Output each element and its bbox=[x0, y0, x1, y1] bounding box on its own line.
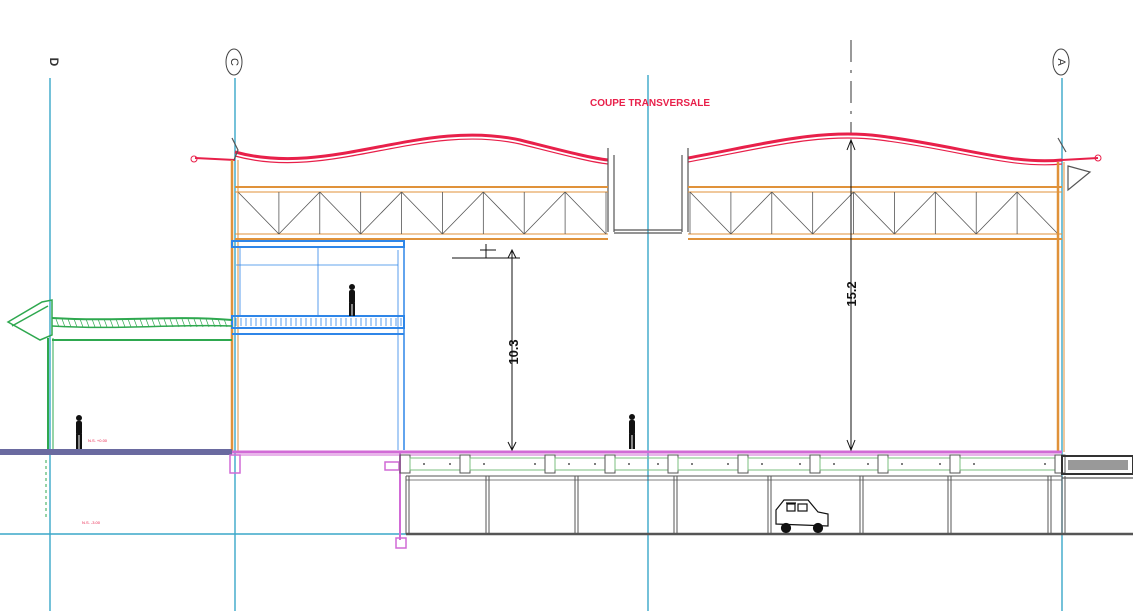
truss-right bbox=[688, 186, 1062, 240]
exterior-ground bbox=[0, 449, 232, 455]
section-title: COUPE TRANSVERSALE bbox=[590, 98, 710, 109]
mezzanine-decking bbox=[235, 318, 402, 326]
roof-end-details bbox=[231, 137, 1092, 234]
roof bbox=[190, 132, 1102, 166]
grid-label-c: C bbox=[228, 58, 240, 66]
grid-label-a: A bbox=[1055, 58, 1067, 66]
truss-left bbox=[235, 186, 608, 240]
car-icon bbox=[775, 499, 829, 534]
grid-label-d: D bbox=[47, 58, 61, 67]
columns bbox=[230, 160, 1065, 452]
floor-beams bbox=[399, 454, 1066, 474]
grid-bubble-d: D bbox=[47, 58, 61, 67]
dimension-right-label: 15.2 bbox=[844, 281, 859, 306]
mezzanine bbox=[231, 240, 405, 450]
level-note-upper: N.S. +0.00 bbox=[88, 438, 108, 443]
person-figure-mezzanine bbox=[349, 284, 355, 316]
dimension-left bbox=[452, 244, 520, 452]
parking-columns bbox=[405, 476, 1066, 534]
grid-bubble-a: A bbox=[1052, 48, 1070, 76]
grid-lines bbox=[0, 75, 1063, 611]
dimension-left-label: 10.3 bbox=[506, 339, 521, 364]
grid-bubble-c: C bbox=[225, 48, 243, 76]
canopy bbox=[6, 299, 233, 520]
person-figure-ground bbox=[629, 414, 635, 449]
dimension-right bbox=[846, 138, 856, 452]
level-note-lower: N.S. -3.00 bbox=[82, 520, 101, 525]
canopy-ribs bbox=[55, 318, 228, 328]
parking-level bbox=[406, 475, 1133, 536]
right-edge-detail bbox=[1061, 455, 1133, 479]
person-figure-exterior bbox=[76, 415, 82, 449]
